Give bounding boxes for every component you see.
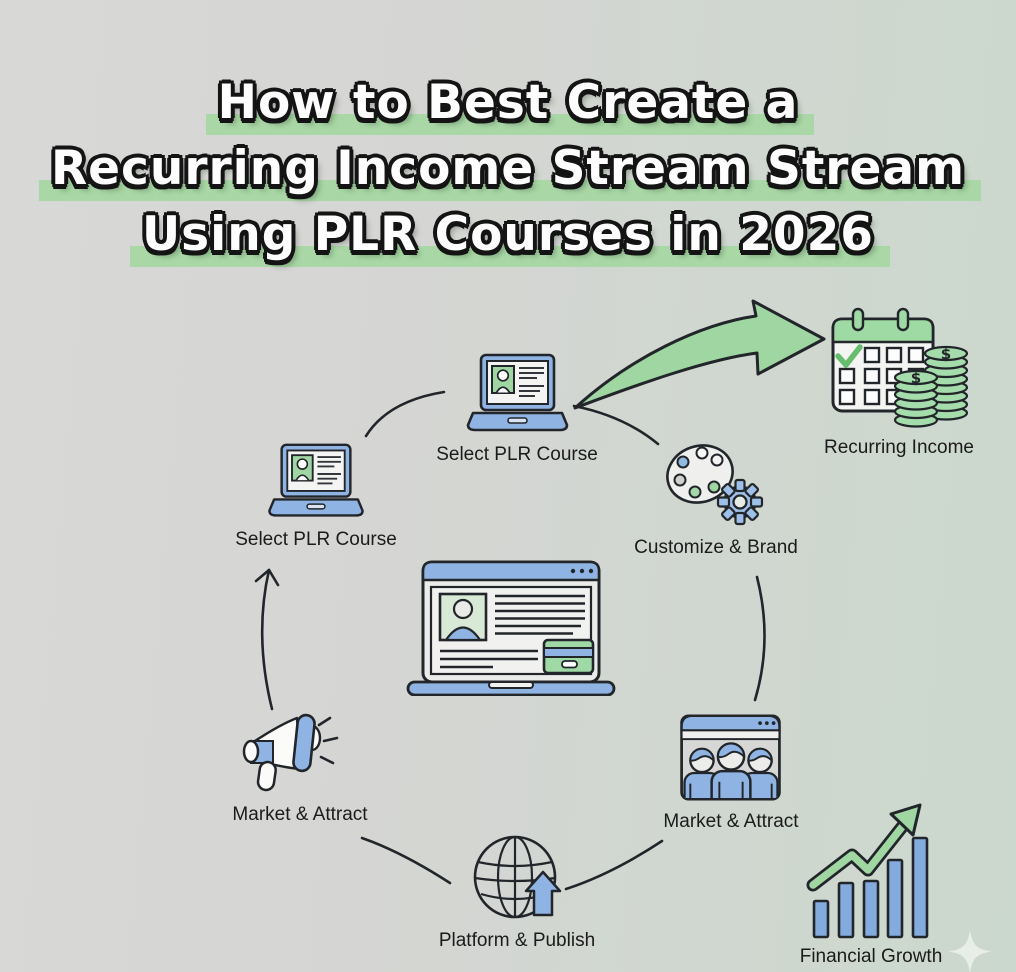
arc-megaphone-to-left <box>260 568 274 711</box>
step-select-plr-top: Select PLR Course <box>417 352 617 466</box>
title-line-1: How to Best Create a <box>205 70 815 136</box>
center-laptop-illustration <box>406 560 616 696</box>
growth-bars <box>812 836 929 939</box>
title-line-3: Using PLR Courses in 2026 <box>129 202 891 268</box>
step-label: Market & Attract <box>232 804 368 825</box>
calendar-coins-icon: $ $ <box>831 307 969 428</box>
megaphone-handle <box>256 760 277 792</box>
profile-photo-box <box>438 592 488 642</box>
people-group <box>683 742 779 798</box>
palette-gear-icon <box>666 444 764 526</box>
svg-text:$: $ <box>941 345 951 363</box>
step-financial-growth: Financial Growth <box>771 800 971 968</box>
title-line-2: Recurring Income Stream Stream <box>38 136 982 202</box>
growth-arrow-icon <box>806 803 922 892</box>
check-icon <box>835 344 863 368</box>
step-label: Select PLR Course <box>235 529 397 550</box>
step-market-audience: Market & Attract <box>631 712 831 833</box>
page-title: How to Best Create a Recurring Income St… <box>0 70 1016 268</box>
globe-upload-icon <box>473 835 562 919</box>
arc-customize-to-market <box>753 575 766 702</box>
step-select-plr-left: Select PLR Course <box>216 442 416 551</box>
coin-stacks: $ $ <box>893 345 969 428</box>
step-label: Market & Attract <box>663 811 799 832</box>
step-platform-publish: Platform & Publish <box>417 833 617 952</box>
step-label: Customize & Brand <box>634 537 798 558</box>
audience-window-icon <box>680 714 781 801</box>
laptop-course-icon <box>466 353 568 432</box>
step-label: Select PLR Course <box>436 444 598 465</box>
window-dots-icon <box>570 568 594 574</box>
megaphone-bell <box>292 713 316 773</box>
upload-arrow-icon <box>524 870 562 917</box>
growth-chart-icon <box>806 803 929 939</box>
step-customize-brand: Customize & Brand <box>616 438 816 559</box>
calendar-header <box>831 317 935 344</box>
gear-icon <box>716 478 764 526</box>
arrowhead-up-icon <box>254 568 280 587</box>
browser-titlebar <box>421 560 601 582</box>
window-dots-icon <box>758 721 776 725</box>
credit-card-icon <box>542 638 595 675</box>
step-label: Recurring Income <box>824 437 974 458</box>
step-market-megaphone: Market & Attract <box>200 705 400 826</box>
text-lines <box>440 594 585 669</box>
step-label: Platform & Publish <box>438 930 596 951</box>
megaphone-icon <box>242 713 322 792</box>
laptop-course-icon <box>268 443 364 517</box>
svg-text:$: $ <box>911 369 921 387</box>
step-label: Financial Growth <box>799 946 943 967</box>
step-recurring-income: $ $ Recurring Income <box>799 305 999 459</box>
paint-dots <box>673 446 724 499</box>
browser-titlebar <box>680 714 781 732</box>
